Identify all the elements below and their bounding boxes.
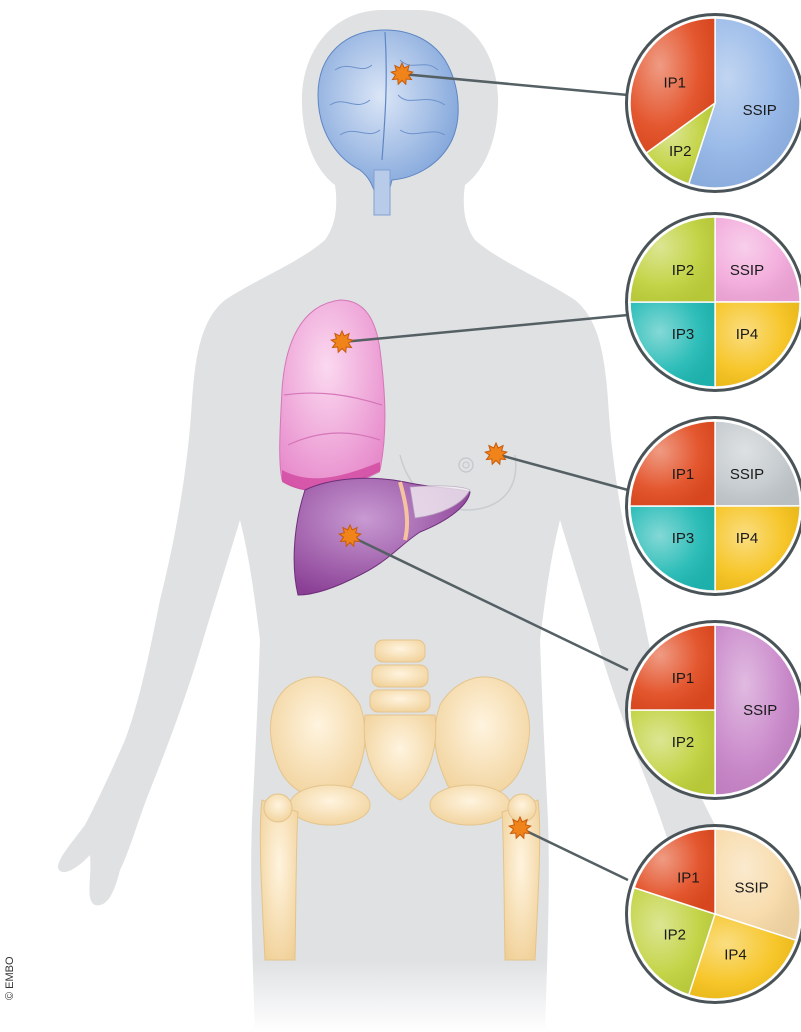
pie-slice-sheen: [715, 421, 800, 506]
pie-bone: SSIP IP4 IP2 IP1: [627, 826, 801, 1003]
pie-liver: SSIP IP2 IP1: [627, 622, 801, 799]
pie-charts: SSIPIP2IP1SSIPIP4IP3IP2SSIPIP4IP3IP1SSIP…: [627, 15, 801, 1003]
pie-label-lung-ip4: IP4: [736, 326, 759, 343]
pie-label-brain-ip1: IP1: [663, 75, 686, 92]
pie-label-lung-ip2: IP2: [672, 262, 695, 279]
pie-slice-sheen: [630, 421, 715, 506]
pie-label-bone-ip2: IP2: [663, 927, 686, 944]
credit-text: © EMBO: [4, 956, 16, 1000]
pie-label-brain-ip2: IP2: [669, 143, 692, 160]
pie-label-lung-ssip: SSIP: [730, 262, 764, 279]
pie-slice-sheen: [630, 710, 715, 795]
pie-slice-sheen: [630, 217, 715, 302]
pie-label-bone-ssip: SSIP: [735, 879, 769, 896]
pie-label-brain-ssip: SSIP: [743, 102, 777, 119]
pie-label-liver-ssip: SSIP: [743, 702, 777, 719]
pie-label-breast-ip4: IP4: [736, 530, 759, 547]
pie-slice-sheen: [630, 506, 715, 591]
pie-label-bone-ip4: IP4: [724, 946, 747, 963]
pie-breast: SSIP IP4 IP3 IP1: [627, 418, 801, 595]
pie-label-breast-ssip: SSIP: [730, 466, 764, 483]
pie-brain: SSIP IP2 IP1: [627, 15, 801, 192]
pie-label-breast-ip3: IP3: [672, 530, 695, 547]
pie-label-breast-ip1: IP1: [672, 466, 695, 483]
pie-label-lung-ip3: IP3: [672, 326, 695, 343]
pie-label-liver-ip1: IP1: [672, 670, 695, 687]
pie-slice-sheen: [715, 217, 800, 302]
pie-label-liver-ip2: IP2: [672, 734, 695, 751]
pie-slice-sheen: [715, 302, 800, 387]
pie-slice-sheen: [715, 506, 800, 591]
pie-label-bone-ip1: IP1: [677, 869, 700, 886]
pie-slice-sheen: [630, 302, 715, 387]
pie-lung: SSIP IP4 IP3 IP2: [627, 214, 801, 391]
